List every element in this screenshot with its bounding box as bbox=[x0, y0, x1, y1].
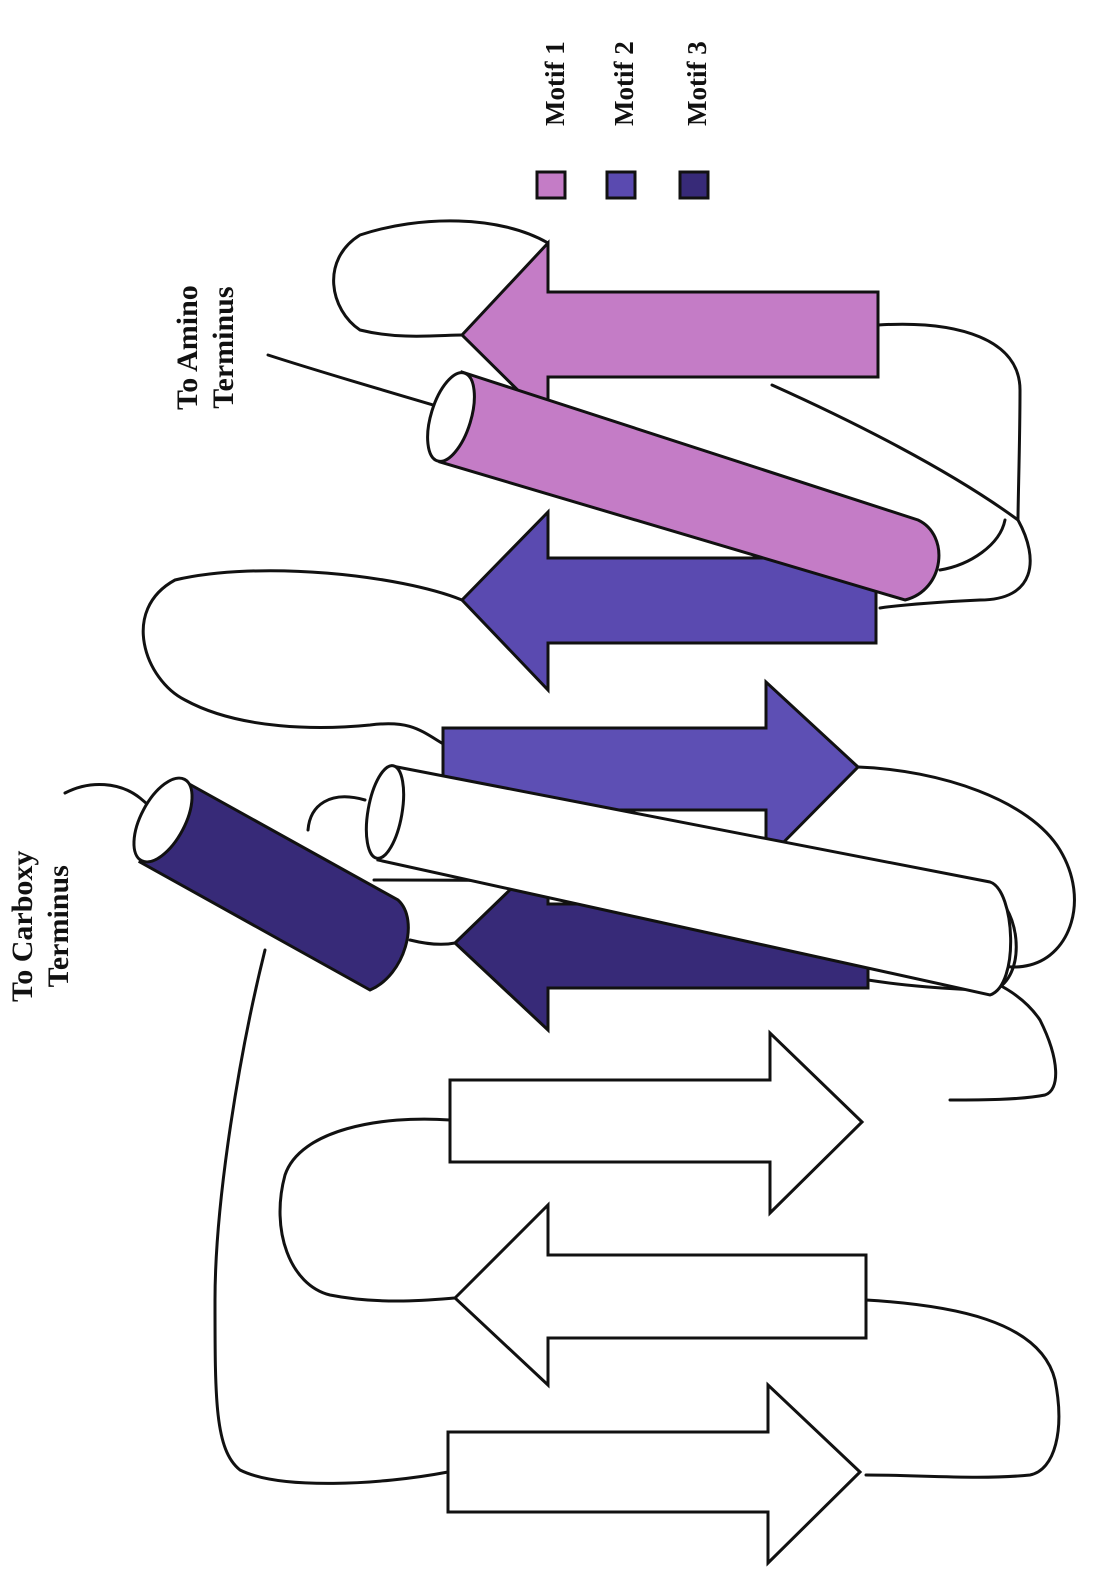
legend-swatch-motif1 bbox=[537, 172, 565, 198]
carboxy-label-line2: Terminus bbox=[41, 851, 77, 1002]
loop-uncolored-bottom bbox=[866, 1300, 1059, 1477]
loop-helix2-top bbox=[308, 797, 365, 830]
legend-swatch-motif2 bbox=[607, 172, 635, 198]
legend-label-motif1: Motif 1 bbox=[540, 41, 571, 126]
amino-terminus-label: To Amino Terminus bbox=[170, 285, 242, 410]
strand-uncolored-1 bbox=[450, 1033, 862, 1213]
loop-motif2-top bbox=[143, 571, 462, 745]
carboxy-terminus-label: To Carboxy Terminus bbox=[5, 851, 77, 1002]
loop-carboxy-long bbox=[215, 950, 448, 1483]
carboxy-label-line1: To Carboxy bbox=[5, 851, 41, 1002]
strand-uncolored-3 bbox=[448, 1385, 860, 1563]
loop-helix1-return bbox=[940, 520, 1005, 570]
loop-helix3-to-strand3 bbox=[410, 940, 455, 944]
strand-uncolored-2 bbox=[455, 1205, 866, 1385]
helix-motif3 bbox=[122, 769, 408, 990]
legend-label-motif3: Motif 3 bbox=[682, 41, 713, 126]
amino-label-line2: Terminus bbox=[206, 285, 242, 410]
legend-swatch-motif3 bbox=[680, 172, 708, 198]
amino-label-line1: To Amino bbox=[170, 285, 206, 410]
legend-label-motif2: Motif 2 bbox=[609, 41, 640, 126]
loop-uncolored-top bbox=[280, 1119, 455, 1301]
amino-terminus-line bbox=[268, 355, 450, 410]
